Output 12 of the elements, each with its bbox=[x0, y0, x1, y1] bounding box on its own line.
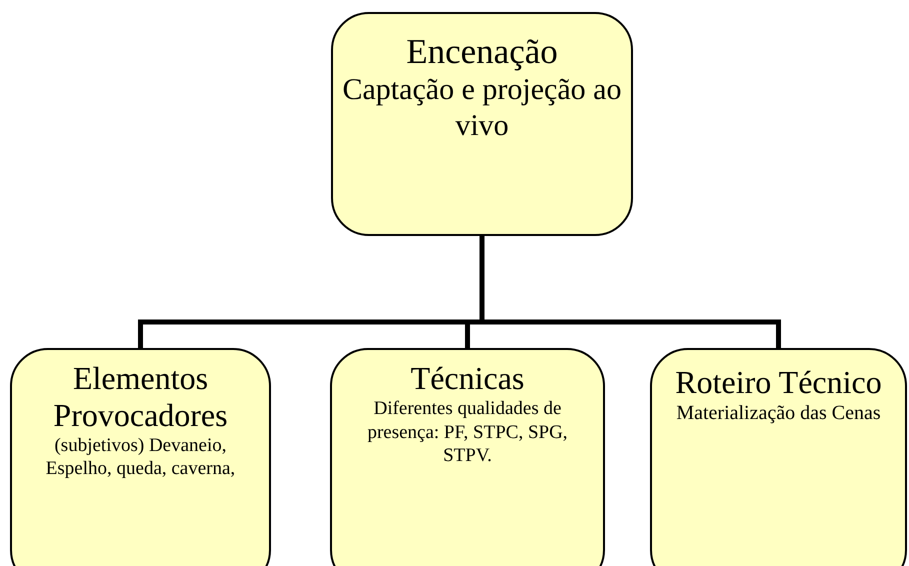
rounded-box bbox=[650, 348, 907, 566]
node-description: Captação e projeção ao vivo bbox=[341, 72, 622, 144]
node-description: Materialização das Cenas bbox=[676, 400, 881, 426]
node-heading: Encenação bbox=[406, 32, 558, 72]
rounded-box bbox=[331, 12, 633, 236]
node-description: (subjetivos) Devaneio, Espelho, queda, caverna, bbox=[44, 434, 236, 482]
node-heading: Roteiro Técnico bbox=[675, 364, 882, 401]
rounded-box bbox=[10, 348, 271, 566]
node-heading: Elementos Provocadores bbox=[52, 360, 229, 434]
node-description: Diferentes qualidades de presença: PF, STPC, SPG, STPV. bbox=[366, 396, 569, 468]
rounded-box bbox=[330, 348, 605, 566]
node-heading: Técnicas bbox=[410, 360, 524, 397]
